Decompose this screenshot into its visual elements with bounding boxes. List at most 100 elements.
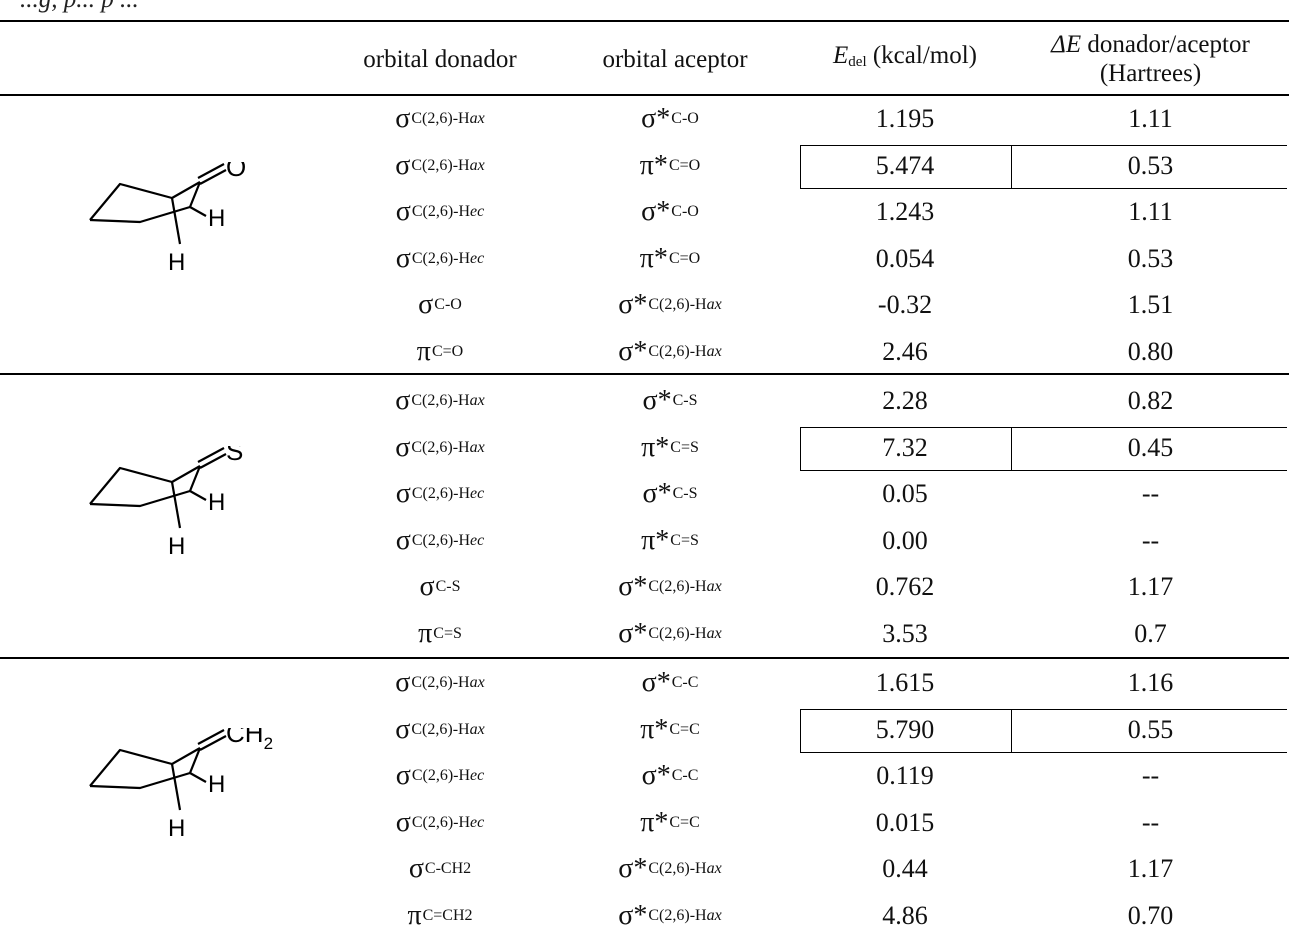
caption-clipped-text: ...g, p... p ...: [20, 0, 139, 14]
acceptor-symbol: σ*: [618, 899, 648, 931]
group-divider-2: [0, 657, 1289, 659]
acceptor-symbol: σ*: [618, 853, 648, 884]
acceptor-subscript: C(2,6)-Hax: [648, 296, 722, 313]
donor-symbol: σ: [418, 289, 434, 320]
highlight-box: [1010, 144, 1287, 189]
donor-subscript: C(2,6)-Hax: [411, 156, 485, 174]
delta-e-value: 1.51: [1127, 290, 1174, 319]
clipped-caption: ...g, p... p ...: [0, 0, 1289, 20]
donor-symbol: σ: [395, 667, 411, 698]
header-de-symbol: ΔE: [1051, 31, 1082, 58]
edel-value: 0.015: [875, 807, 935, 837]
acceptor-subscript: C-O: [671, 110, 699, 127]
acceptor-subscript: C-S: [672, 485, 698, 502]
acceptor-subscript: C=S: [670, 531, 699, 549]
donor-subscript: C(2,6)-Hec: [411, 767, 485, 784]
heteroatom-label: CH2: [226, 728, 273, 753]
acceptor-symbol: σ*: [618, 335, 648, 367]
acceptor-symbol: σ*: [618, 617, 648, 649]
equatorial-h-label: H: [208, 489, 225, 516]
donor-symbol: σ: [395, 242, 411, 274]
donor-subscript: C(2,6)-Hec: [411, 485, 485, 502]
donor-symbol: π: [416, 335, 431, 367]
acceptor-orbital-cell: σ*C-C: [560, 660, 780, 706]
header-edel: Edel (kcal/mol): [795, 28, 1015, 90]
donor-subscript: C-O: [434, 296, 462, 313]
donor-subscript: C(2,6)-Hec: [411, 813, 485, 831]
delta-e-value: 0.70: [1127, 900, 1174, 930]
donor-subscript: C(2,6)-Hec: [411, 203, 485, 220]
delta-e-value: 1.16: [1127, 668, 1174, 697]
acceptor-subscript: C=C: [669, 813, 700, 831]
acceptor-subscript: C-S: [672, 392, 698, 409]
acceptor-symbol: π*: [639, 149, 668, 181]
edel-value: 7.32: [882, 432, 928, 462]
acceptor-subscript: C-O: [671, 203, 699, 220]
header-acceptor: orbital aceptor: [570, 28, 780, 90]
edel-value: 2.28: [882, 386, 928, 415]
acceptor-subscript: C=O: [668, 156, 701, 174]
delta-e-value: --: [1141, 525, 1160, 555]
header-de-line2: (Hartrees): [1099, 60, 1202, 87]
acceptor-symbol: σ*: [641, 760, 671, 791]
donor-subscript: C(2,6)-Hax: [411, 720, 485, 738]
donor-symbol: σ: [395, 149, 411, 181]
acceptor-orbital-cell: σ*C-S: [560, 378, 780, 424]
header-acceptor-label: orbital aceptor: [602, 45, 748, 73]
acceptor-orbital-cell: π*C=O: [560, 143, 780, 189]
acceptor-subscript: C-C: [671, 674, 699, 691]
donor-subscript: C(2,6)-Hec: [411, 531, 485, 549]
group-divider-1: [0, 373, 1289, 375]
acceptor-symbol: π*: [640, 713, 669, 745]
edel-value: 0.05: [882, 479, 928, 508]
donor-subscript: C(2,6)-Hax: [411, 674, 485, 691]
acceptor-subscript: C(2,6)-Hax: [648, 342, 722, 360]
acceptor-orbital-cell: σ*C-C: [560, 753, 780, 799]
highlight-box: [1010, 708, 1287, 753]
edel-value: 1.195: [875, 104, 935, 133]
donor-subscript: C=O: [431, 342, 464, 360]
acceptor-orbital-cell: σ*C(2,6)-Hax: [560, 611, 780, 657]
donor-subscript: C=S: [433, 624, 462, 642]
acceptor-orbital-cell: σ*C(2,6)-Hax: [560, 329, 780, 375]
donor-subscript: C-CH2: [424, 860, 472, 877]
acceptor-subscript: C=O: [668, 249, 701, 267]
ring-bonds: [89, 729, 227, 811]
edel-value: 0.119: [876, 761, 934, 790]
edel-value: 3.53: [882, 618, 928, 648]
acceptor-subscript: C(2,6)-Hax: [648, 624, 722, 642]
header-delta-e: ΔE donador/aceptor (Hartrees): [1012, 28, 1289, 90]
molecule-structure: S H H: [89, 446, 243, 560]
acceptor-symbol: σ*: [642, 385, 672, 416]
header-rule: [0, 94, 1289, 96]
heteroatom-label: O: [226, 162, 246, 182]
acceptor-symbol: π*: [639, 242, 668, 274]
edel-value: 2.46: [882, 336, 928, 366]
donor-symbol: σ: [395, 713, 411, 745]
delta-e-value: 1.11: [1128, 104, 1173, 133]
ring-bonds: [89, 447, 227, 529]
highlight-box: [800, 708, 1012, 753]
acceptor-subscript: C=S: [670, 438, 699, 456]
delta-e-value: 0.7: [1134, 618, 1167, 648]
donor-symbol: π: [418, 617, 433, 649]
delta-e-value: 0.55: [1127, 714, 1174, 744]
delta-e-value: --: [1141, 479, 1160, 508]
header-donor: orbital donador: [330, 28, 550, 90]
delta-e-value: --: [1141, 761, 1160, 790]
edel-value: 4.86: [882, 900, 928, 930]
donor-symbol: σ: [395, 103, 411, 134]
acceptor-orbital-cell: σ*C(2,6)-Hax: [560, 564, 780, 610]
donor-subscript: C-S: [435, 578, 461, 595]
acceptor-symbol: σ*: [642, 478, 672, 509]
acceptor-symbol: σ*: [641, 196, 671, 227]
equatorial-h-label: H: [208, 771, 225, 798]
acceptor-orbital-cell: π*C=S: [560, 425, 780, 471]
acceptor-orbital-cell: σ*C(2,6)-Hax: [560, 282, 780, 328]
